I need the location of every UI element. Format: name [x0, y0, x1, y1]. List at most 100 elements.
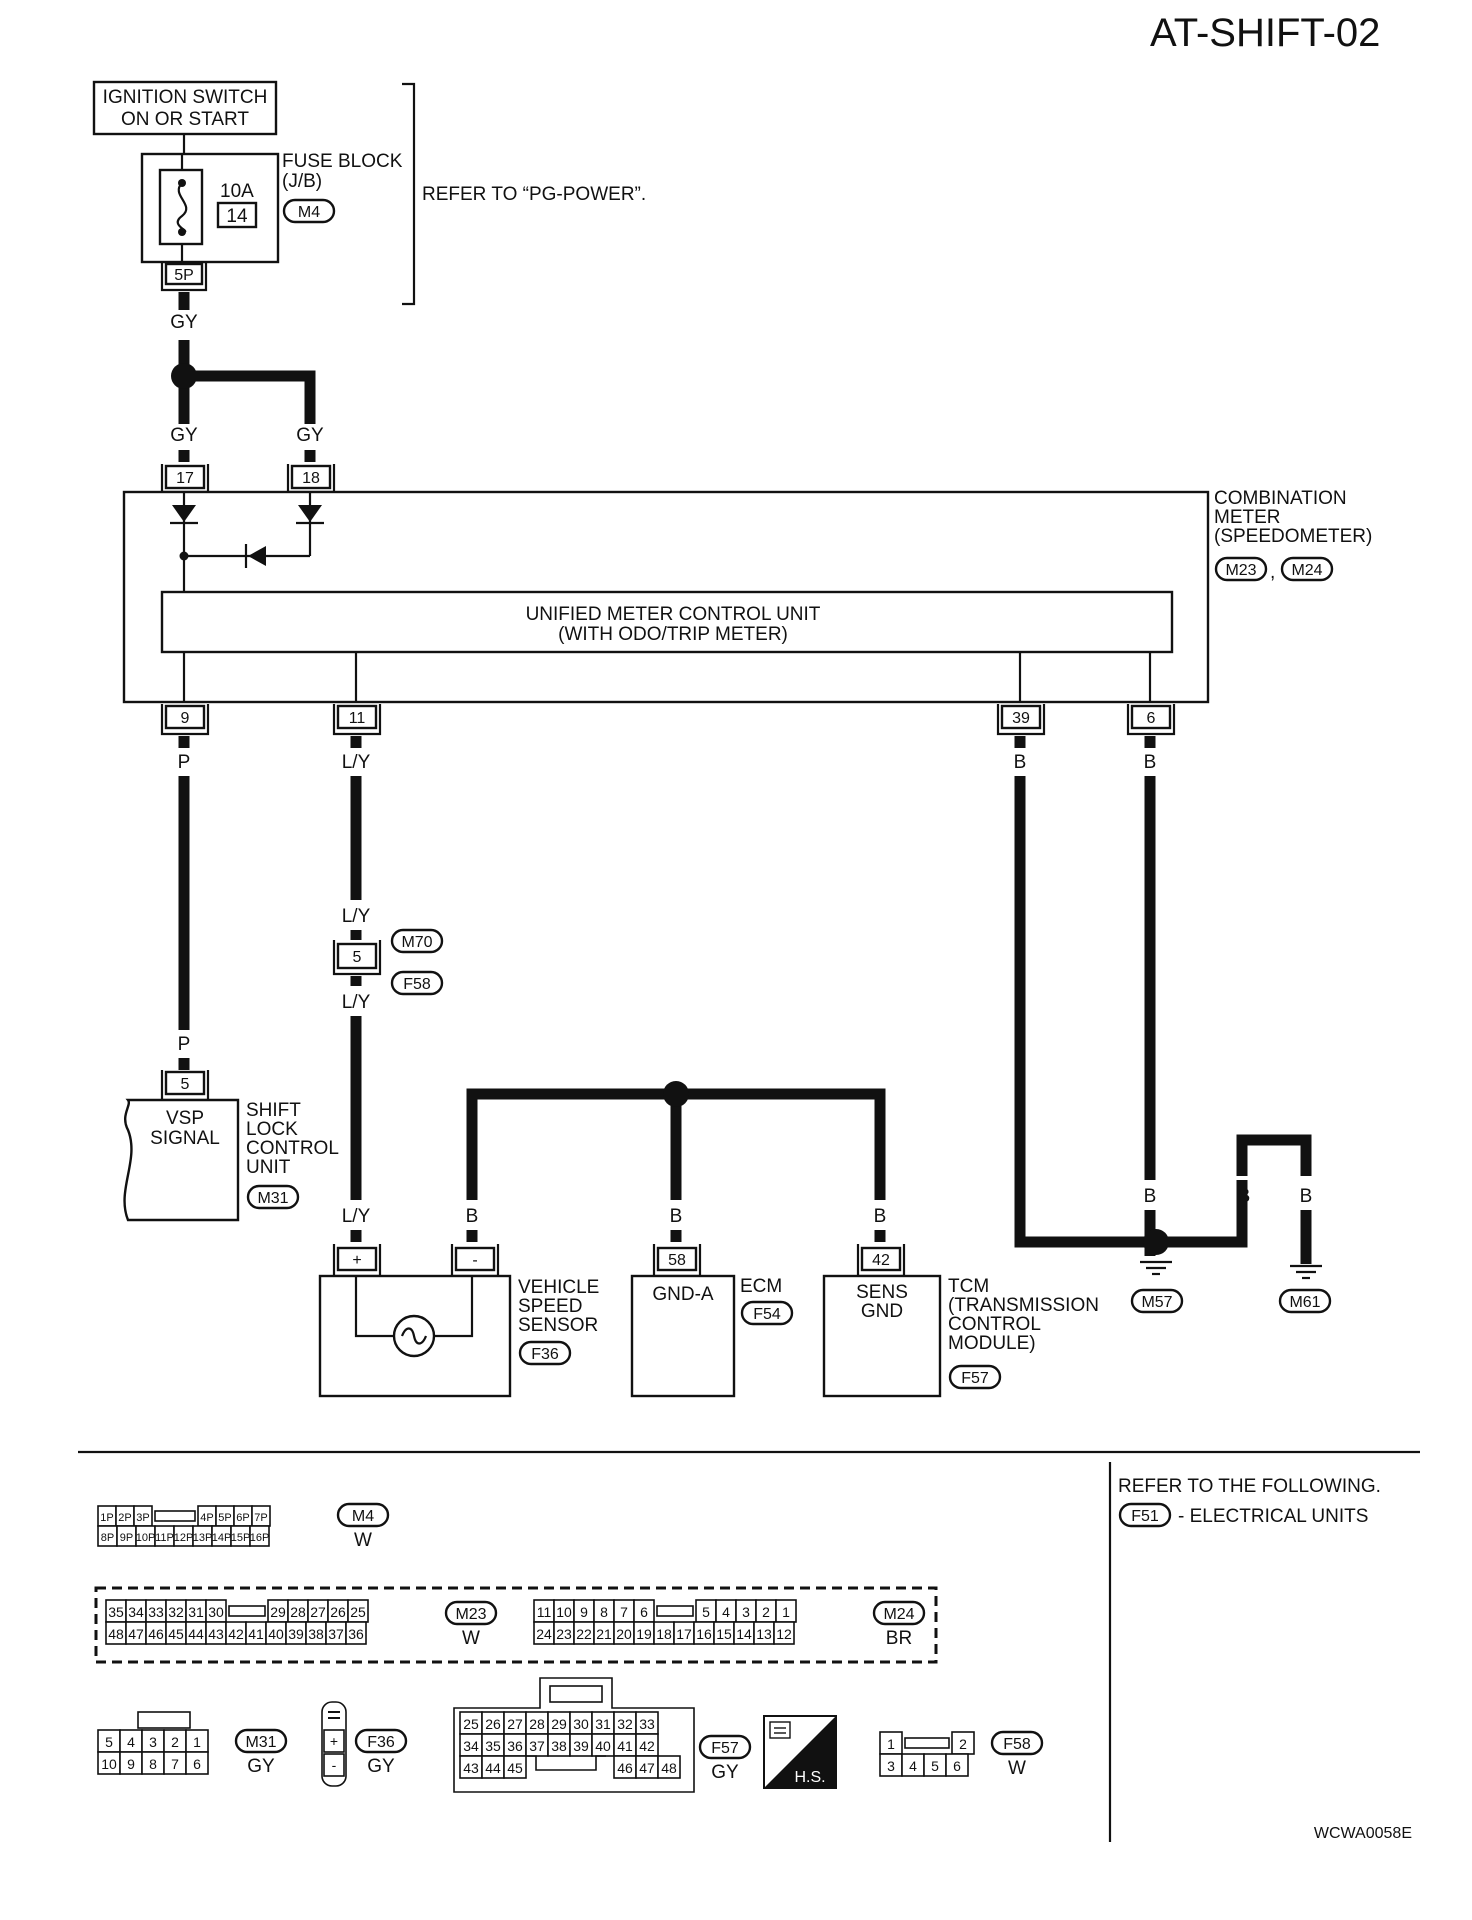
- svg-text:VSP: VSP: [166, 1108, 204, 1129]
- connector-badge-f57: [948, 1364, 1002, 1390]
- tcm-terminal: 42: [872, 1252, 890, 1269]
- combination-meter-line1: COMBINATION: [1214, 488, 1347, 509]
- ecm-terminal: 58: [668, 1252, 686, 1269]
- connector-pin-label: 33: [639, 1716, 655, 1732]
- connector-pin-label: 39: [288, 1626, 304, 1642]
- connector-pin-label: 1P: [100, 1512, 113, 1524]
- fuse-number: 14: [226, 206, 248, 227]
- connector-pin: [323, 1753, 345, 1777]
- connector-pin-label: 32: [617, 1716, 633, 1732]
- svg-text:M24: M24: [1291, 562, 1322, 579]
- connector-badge-f58: [390, 970, 444, 996]
- connector-pin-label: 45: [168, 1626, 184, 1642]
- connector-pin-label: 18: [656, 1626, 672, 1642]
- connector-pin-label: 33: [148, 1604, 164, 1620]
- connector-group-frame: [94, 1586, 938, 1664]
- connector-pin-label: 6: [640, 1604, 648, 1620]
- connector-pin-label: 9: [580, 1604, 588, 1620]
- svg-text:M23: M23: [1225, 562, 1256, 579]
- unified-meter-box: [160, 590, 1174, 654]
- ecm-box: [630, 1274, 736, 1398]
- connector-pin-label: 15: [716, 1626, 732, 1642]
- connector-pin-label: 11P: [155, 1532, 174, 1544]
- svg-text:GY: GY: [170, 425, 198, 446]
- connector-id: M4: [352, 1508, 374, 1525]
- diode-icon: [248, 546, 266, 566]
- svg-text:F58: F58: [403, 976, 431, 993]
- ground-badge-m61: [1278, 1288, 1332, 1314]
- connector-badge-f36: [518, 1340, 572, 1366]
- connector-pin-label: 7: [171, 1756, 179, 1772]
- connector-pin-label: 47: [639, 1760, 655, 1776]
- fuse-block-sub: (J/B): [282, 171, 322, 192]
- connector-pin: [249, 1525, 270, 1547]
- svg-text:5: 5: [353, 949, 362, 966]
- connector-pin-label: 28: [290, 1604, 306, 1620]
- footer-code: WCWA0058E: [1314, 1825, 1412, 1842]
- connector-pin-label: 19: [636, 1626, 652, 1642]
- tcm-box: [822, 1274, 942, 1398]
- connector-pin: [945, 1753, 969, 1777]
- connector-pin-label: 46: [617, 1760, 633, 1776]
- connector-pin-label: 1: [193, 1734, 201, 1750]
- connector-pin-label: 48: [108, 1626, 124, 1642]
- connector-badge-m4: [282, 198, 336, 224]
- ignition-line2: ON OR START: [121, 109, 249, 130]
- joint-connector: [336, 942, 378, 970]
- connector-pin-label: 29: [270, 1604, 286, 1620]
- ground-badge-m57: [1130, 1288, 1184, 1314]
- connector-pin-label: 31: [188, 1604, 204, 1620]
- svg-text:CONTROL: CONTROL: [948, 1314, 1041, 1335]
- connector-color: GY: [247, 1756, 275, 1777]
- svg-text:SHIFT: SHIFT: [246, 1100, 301, 1121]
- connector-pin-label: 37: [529, 1738, 545, 1754]
- connector-pin-label: 36: [348, 1626, 364, 1642]
- connector-pin-label: 10P: [136, 1532, 156, 1544]
- connector-pin-label: 22: [576, 1626, 592, 1642]
- svg-text:(TRANSMISSION: (TRANSMISSION: [948, 1295, 1099, 1316]
- connector-pin: [657, 1755, 681, 1779]
- connector-pin-label: 9: [127, 1756, 135, 1772]
- hs-label: H.S.: [794, 1769, 825, 1786]
- connector-color: W: [1008, 1758, 1026, 1779]
- connector-pin-label: 27: [310, 1604, 326, 1620]
- svg-text:F36: F36: [531, 1346, 559, 1363]
- connector-pin-label: 48: [661, 1760, 677, 1776]
- connector-pin-label: 4: [127, 1734, 135, 1750]
- svg-text:B: B: [670, 1206, 683, 1227]
- fuse-amp: 10A: [220, 181, 254, 202]
- svg-text:B: B: [1014, 752, 1027, 773]
- svg-text:M70: M70: [401, 934, 432, 951]
- connector-badge-m70: [390, 928, 444, 954]
- svg-text:GY: GY: [170, 312, 198, 333]
- connector-pin-label: 35: [108, 1604, 124, 1620]
- connector-pin-label: +: [330, 1733, 338, 1749]
- connector-pin-label: 34: [463, 1738, 479, 1754]
- connector-pin-label: 28: [529, 1716, 545, 1732]
- connector-pin-label: 24: [536, 1626, 552, 1642]
- connector-pin-label: 7: [620, 1604, 628, 1620]
- connector-pin-label: 40: [595, 1738, 611, 1754]
- connector-pin-label: 3: [887, 1758, 895, 1774]
- connector-pin-label: 32: [168, 1604, 184, 1620]
- connector-pin-label: 5: [702, 1604, 710, 1620]
- connector-id: F36: [367, 1734, 395, 1751]
- svg-text:GND-A: GND-A: [652, 1284, 714, 1305]
- connector-pin-label: 4: [722, 1604, 730, 1620]
- svg-text:L/Y: L/Y: [342, 752, 371, 773]
- svg-text:SENSOR: SENSOR: [518, 1315, 598, 1336]
- connector-id: M31: [245, 1734, 276, 1751]
- connector-pin-label: 31: [595, 1716, 611, 1732]
- connector-pin-label: 1: [782, 1604, 790, 1620]
- connector-pin-label: 46: [148, 1626, 164, 1642]
- splice-point: [663, 1081, 689, 1107]
- connector-pin-label: 8: [149, 1756, 157, 1772]
- connector-id: F57: [711, 1740, 739, 1757]
- connector-pin-label: 14: [736, 1626, 752, 1642]
- connector-id: M23: [455, 1606, 486, 1623]
- connector-pin-label: 12: [776, 1626, 792, 1642]
- fuse-block-name: FUSE BLOCK: [282, 151, 403, 172]
- refer-bracket: [402, 82, 416, 306]
- connector-pin-label: 26: [485, 1716, 501, 1732]
